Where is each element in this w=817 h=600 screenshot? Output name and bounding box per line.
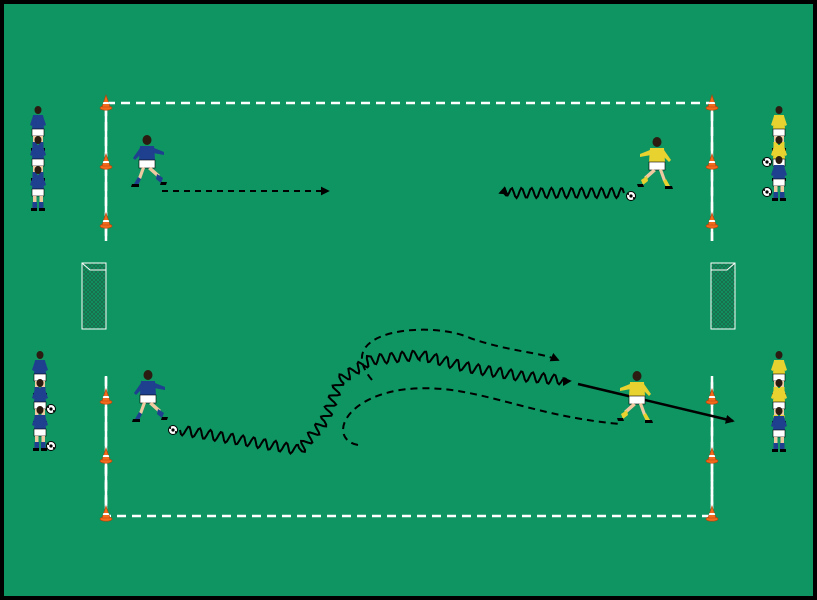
ball (626, 191, 636, 201)
left-goal (81, 262, 107, 330)
movement-lines (162, 186, 735, 455)
blue-queue-top-left (29, 105, 47, 212)
run-arrow-upper-curve (361, 328, 560, 381)
ball (168, 425, 178, 435)
ball (46, 404, 56, 414)
right-goal (710, 262, 736, 330)
dribble-arrow-bottom (179, 349, 572, 455)
pitch-surface (4, 4, 813, 596)
pass-arrow (577, 382, 735, 424)
dribble-arrow-top-right (498, 186, 625, 200)
ball (762, 157, 772, 167)
run-arrow-lower-curve (342, 387, 621, 446)
ball (762, 187, 772, 197)
yellow-queue-bottom-right (770, 350, 788, 453)
ball (46, 441, 56, 451)
